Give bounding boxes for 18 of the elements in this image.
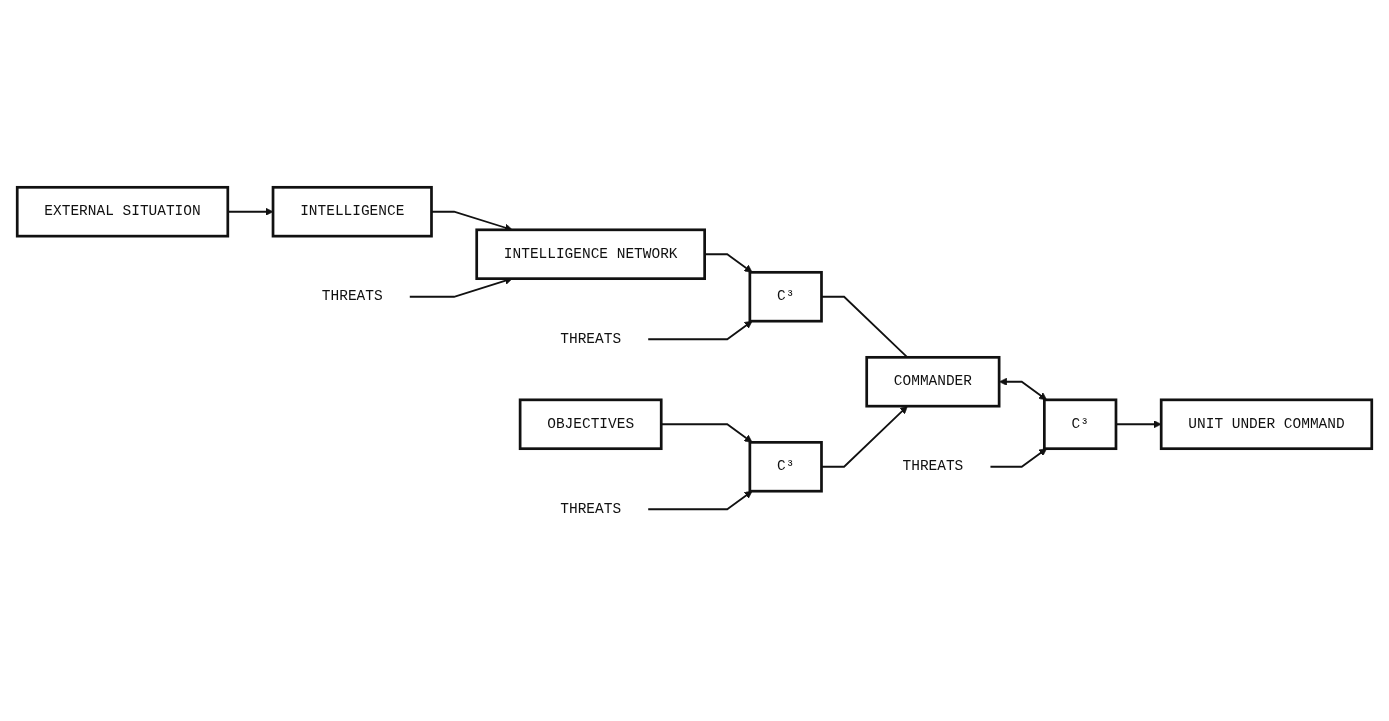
node-text: THREATS — [560, 331, 622, 348]
node-box: INTELLIGENCE — [271, 185, 433, 238]
node-box: C³ — [748, 270, 823, 323]
arrow — [1115, 420, 1162, 429]
node-box: C³ — [1043, 398, 1118, 451]
arrow — [647, 320, 753, 341]
node-text: THREATS — [560, 501, 622, 518]
node-box: OBJECTIVES — [518, 398, 663, 451]
arrow — [989, 448, 1047, 468]
node-box: UNIT UNDER COMMAND — [1159, 398, 1374, 451]
node-text: THREATS — [321, 288, 383, 305]
node-box: C³ — [748, 441, 823, 493]
node-box: EXTERNAL SITUATION — [15, 185, 230, 238]
node-box: COMMANDER — [865, 355, 1001, 408]
arrow — [999, 377, 1047, 401]
node-text: THREATS — [902, 458, 964, 475]
node-box: INTELLIGENCE NETWORK — [475, 228, 706, 280]
arrow — [647, 490, 753, 511]
